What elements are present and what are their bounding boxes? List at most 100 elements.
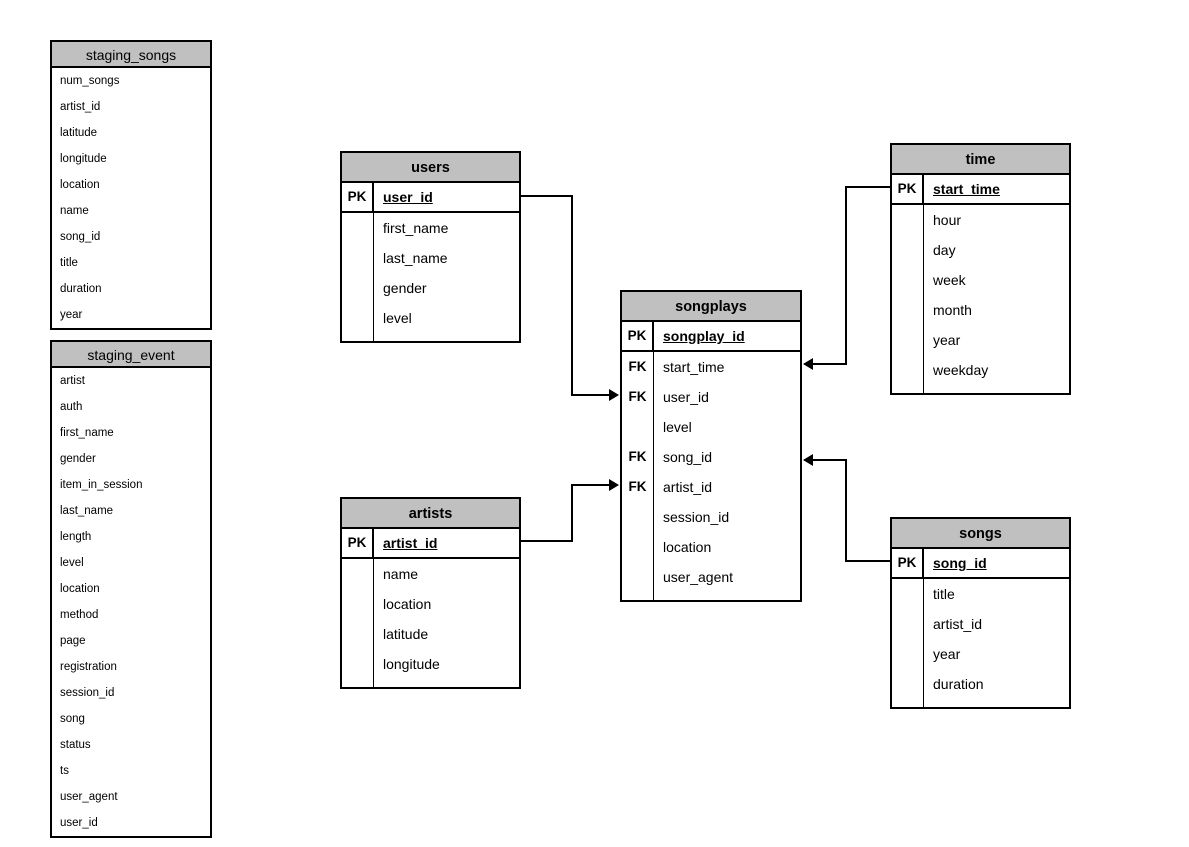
relationship-time-songplays-segment — [845, 186, 892, 188]
column-name: name — [383, 566, 419, 582]
key-badge: PK — [342, 182, 374, 212]
table-time[interactable]: time PK start_time hour day week month y… — [890, 143, 1071, 395]
relationship-arrow-songs-songplays — [803, 454, 813, 466]
column-name: artist_id — [933, 616, 983, 632]
table-title-time: time — [892, 145, 1069, 175]
table-staging-event[interactable]: staging_event artist auth first_name gen… — [50, 340, 212, 838]
column-row: registration — [60, 661, 117, 673]
column-name: weekday — [933, 362, 989, 378]
key-badge — [342, 213, 374, 243]
column-row: name — [60, 205, 89, 217]
key-badge — [342, 559, 374, 589]
column-row: title — [60, 257, 78, 269]
column-row: day — [892, 235, 1069, 265]
table-bottom-spacer — [892, 385, 1069, 393]
key-badge-empty — [892, 385, 924, 393]
key-badge-empty — [622, 592, 654, 600]
relationship-songs-songplays-segment — [845, 459, 847, 562]
key-badge — [342, 303, 374, 333]
table-staging-songs[interactable]: staging_songs num_songs artist_id latitu… — [50, 40, 212, 330]
column-row: artist_id — [892, 609, 1069, 639]
column-name: location — [383, 596, 432, 612]
column-name: last_name — [383, 250, 448, 266]
relationship-users-songplays-segment — [571, 394, 612, 396]
column-name: gender — [383, 280, 427, 296]
key-badge — [892, 609, 924, 639]
column-row: gender — [342, 273, 519, 303]
table-artists[interactable]: artists PK artist_id name location latit… — [340, 497, 521, 689]
column-row: gender — [60, 453, 96, 465]
column-row: duration — [892, 669, 1069, 699]
column-name: song_id — [933, 555, 987, 571]
column-row: session_id — [622, 502, 800, 532]
relationship-arrow-artists-songplays — [609, 479, 619, 491]
column-row: status — [60, 739, 91, 751]
column-row-pk: PK songplay_id — [622, 321, 800, 352]
key-badge-empty — [342, 679, 374, 687]
table-title-songs: songs — [892, 519, 1069, 549]
key-badge — [892, 669, 924, 699]
key-badge — [622, 412, 654, 442]
relationship-songs-songplays-segment — [812, 459, 847, 461]
column-row: year — [892, 639, 1069, 669]
column-name: session_id — [663, 509, 730, 525]
key-badge: PK — [622, 321, 654, 351]
column-name: songplay_id — [663, 328, 745, 344]
column-row-pk: PK start_time — [892, 174, 1069, 205]
key-badge: FK — [622, 472, 654, 502]
key-badge — [892, 235, 924, 265]
column-row: title — [892, 579, 1069, 609]
key-badge — [622, 562, 654, 592]
column-name: level — [663, 419, 692, 435]
table-title-staging-event: staging_event — [52, 342, 210, 368]
column-name: user_agent — [663, 569, 734, 585]
relationship-time-songplays-segment — [845, 186, 847, 365]
column-name: start_time — [663, 359, 725, 375]
relationship-artists-songplays-segment — [571, 484, 612, 486]
relationship-arrow-time-songplays — [803, 358, 813, 370]
column-row: item_in_session — [60, 479, 143, 491]
key-badge — [342, 649, 374, 679]
column-row: song_id — [60, 231, 101, 243]
relationship-artists-songplays-segment — [571, 484, 573, 542]
column-row: FK user_id — [622, 382, 800, 412]
column-row: location — [622, 532, 800, 562]
column-row: ts — [60, 765, 69, 777]
column-row-pk: PK artist_id — [342, 528, 519, 559]
relationship-time-songplays-segment — [812, 363, 847, 365]
column-name: latitude — [383, 626, 429, 642]
table-bottom-spacer — [892, 699, 1069, 707]
relationship-songs-songplays-segment — [845, 560, 892, 562]
column-row: user_id — [60, 817, 98, 829]
column-row: artist — [60, 375, 85, 387]
column-name: year — [933, 646, 961, 662]
key-badge — [342, 589, 374, 619]
key-badge: PK — [342, 528, 374, 558]
column-row: user_agent — [622, 562, 800, 592]
table-title-staging-songs: staging_songs — [52, 42, 210, 68]
column-name: title — [933, 586, 955, 602]
relationship-users-songplays-segment — [521, 195, 573, 197]
column-row: latitude — [60, 127, 98, 139]
table-users[interactable]: users PK user_id first_name last_name ge… — [340, 151, 521, 343]
column-row: auth — [60, 401, 83, 413]
column-row: session_id — [60, 687, 115, 699]
column-row: level — [342, 303, 519, 333]
column-name: level — [383, 310, 412, 326]
key-badge — [892, 205, 924, 235]
column-row: duration — [60, 283, 102, 295]
key-badge — [892, 355, 924, 385]
column-name: day — [933, 242, 956, 258]
key-badge-empty — [342, 333, 374, 341]
table-songs[interactable]: songs PK song_id title artist_id year du… — [890, 517, 1071, 709]
key-badge: FK — [622, 442, 654, 472]
column-row: longitude — [342, 649, 519, 679]
key-badge — [892, 639, 924, 669]
column-row: year — [60, 309, 83, 321]
column-name: start_time — [933, 181, 1000, 197]
column-row: weekday — [892, 355, 1069, 385]
column-row: longitude — [60, 153, 107, 165]
column-row: level — [60, 557, 84, 569]
column-row: hour — [892, 205, 1069, 235]
table-songplays[interactable]: songplays PK songplay_id FK start_time F… — [620, 290, 802, 602]
